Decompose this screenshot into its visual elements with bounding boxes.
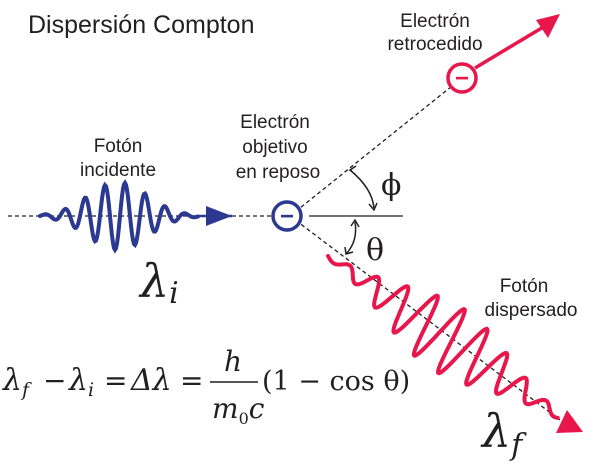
eq-equals-1: = (104, 364, 127, 397)
recoil-electron-label-line2: retrocedido (387, 34, 482, 55)
scattered-photon-wave (326, 254, 560, 420)
incident-photon-label-line1: Fotón (94, 136, 143, 157)
eq-denominator-sub: 0 (239, 409, 249, 428)
theta-arc-arrow-top (350, 218, 360, 228)
phi-arc-arrow-bottom (368, 202, 378, 212)
eq-denominator: m0c (212, 392, 265, 428)
target-electron-sign: − (280, 203, 294, 230)
lambda-i-subscript: i (169, 276, 179, 311)
title: Dispersión Compton (28, 11, 255, 39)
phi-arc (349, 169, 375, 209)
recoil-arrowhead (536, 14, 560, 38)
recoil-electron-label-line1: Electrón (400, 11, 470, 32)
eq-lambda-i-symbol: λ (68, 363, 88, 398)
lambda-f-symbol: λ (480, 404, 511, 458)
target-electron (271, 200, 303, 232)
eq-tail: (1 − cos θ) (262, 366, 410, 397)
target-electron-label-line2: objetivo (242, 137, 308, 158)
scattered-photon-label-line2: dispersado (485, 300, 578, 321)
eq-lambda-i: λi (68, 363, 94, 401)
incident-photon-label-line2: incidente (80, 160, 156, 181)
scattered-photon-label-line1: Fotón (500, 276, 549, 297)
eq-lambda-f-sub: f (20, 379, 32, 401)
phi-arc-arrow-top (348, 165, 357, 172)
eq-delta-lambda: Δλ (130, 363, 172, 398)
eq-numerator: h (224, 345, 242, 378)
eq-denominator-c: c (249, 392, 265, 425)
incident-arrowhead (206, 206, 232, 226)
lambda-i-symbol: λ (138, 254, 169, 308)
recoil-arrow-shaft (474, 24, 546, 70)
target-electron-label-line3: en reposo (236, 162, 321, 183)
lambda-f-label: λf (480, 404, 527, 463)
lambda-f-subscript: f (509, 428, 527, 463)
theta-symbol: θ (366, 233, 384, 268)
phi-symbol: ϕ (381, 168, 401, 203)
recoil-direction-line (289, 77, 463, 217)
scattered-arrowhead (556, 410, 583, 433)
lambda-i-label: λi (138, 254, 179, 311)
recoil-electron-sign: − (455, 65, 469, 92)
eq-lambda-f: λf (2, 363, 32, 401)
target-electron-label-line1: Electrón (240, 112, 310, 133)
theta-arc-arrow-bottom (344, 246, 354, 255)
scatter-direction-line (289, 215, 561, 421)
recoil-electron (446, 62, 478, 94)
eq-minus: − (43, 364, 66, 397)
theta-arc (346, 221, 357, 254)
incident-photon-wave (38, 179, 200, 254)
eq-lambda-f-symbol: λ (2, 363, 22, 398)
eq-lambda-i-sub: i (88, 379, 94, 401)
compton-equation: λf − λi = Δλ = h m0c (1 − cos θ) (2, 345, 410, 428)
eq-denominator-m: m (212, 392, 239, 425)
eq-equals-2: = (180, 364, 203, 397)
